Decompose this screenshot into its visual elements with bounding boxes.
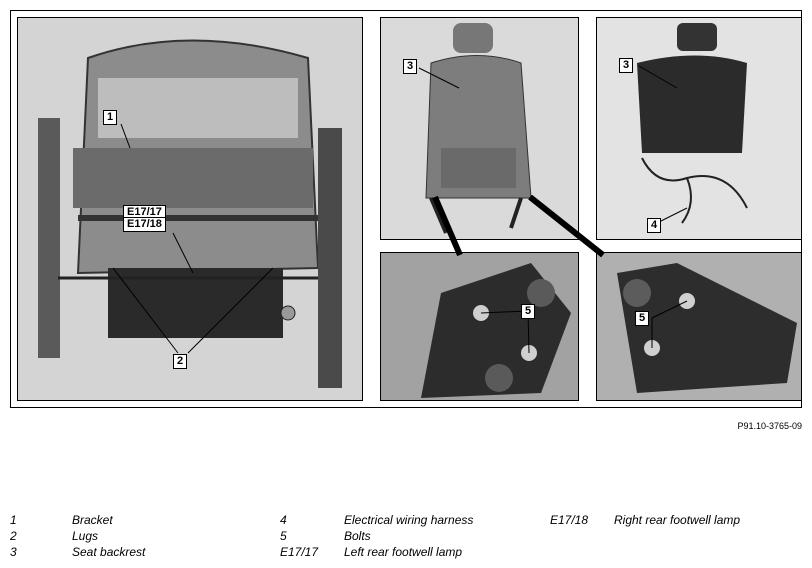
- legend-label-5: Bolts: [344, 529, 371, 543]
- figure-reference: P91.10-3765-09: [737, 421, 802, 431]
- bolts-left-photo: [381, 253, 578, 400]
- legend-num-1: 1: [10, 513, 17, 527]
- connector-right: [528, 195, 605, 258]
- legend-num-6: E17/17: [280, 545, 319, 559]
- callout-lamp-right: E17/18: [123, 217, 166, 232]
- callout-backrest-b: 3: [619, 58, 634, 73]
- legend-label-6: Left rear footwell lamp: [344, 545, 463, 559]
- backrest-rear-photo: [381, 18, 578, 239]
- callout-backrest-a: 3: [403, 59, 418, 74]
- legend-label-3: Seat backrest: [72, 545, 146, 559]
- panel-bolts-right: 5: [596, 252, 802, 401]
- legend-num-3: 3: [10, 545, 17, 559]
- backrest-front-photo: [597, 18, 801, 239]
- legend-num-7: E17/18: [550, 513, 589, 527]
- legend-label-7: Right rear footwell lamp: [614, 513, 741, 527]
- callout-bolts-a: 5: [521, 304, 536, 319]
- legend-label-4: Electrical wiring harness: [344, 513, 474, 527]
- legend-num-2: 2: [10, 529, 17, 543]
- callout-harness: 4: [647, 218, 662, 233]
- legend-label-1: Bracket: [72, 513, 113, 527]
- bolts-right-photo: [597, 253, 801, 400]
- legend-num-5: 5: [280, 529, 287, 543]
- panel-backrest-rear: 3: [380, 17, 579, 240]
- legend-num-4: 4: [280, 513, 287, 527]
- panel-backrest-front: 3 4: [596, 17, 802, 240]
- connector-left: [432, 195, 463, 257]
- panel-backrest-frame: 1 E17/17 E17/18 2: [17, 17, 363, 401]
- callout-lugs: 2: [173, 354, 188, 369]
- panel-bolts-left: 5: [380, 252, 579, 401]
- callout-bracket: 1: [103, 110, 118, 125]
- legend-label-2: Lugs: [72, 529, 99, 543]
- backrest-frame-photo: [18, 18, 362, 400]
- callout-bolts-b: 5: [635, 311, 650, 326]
